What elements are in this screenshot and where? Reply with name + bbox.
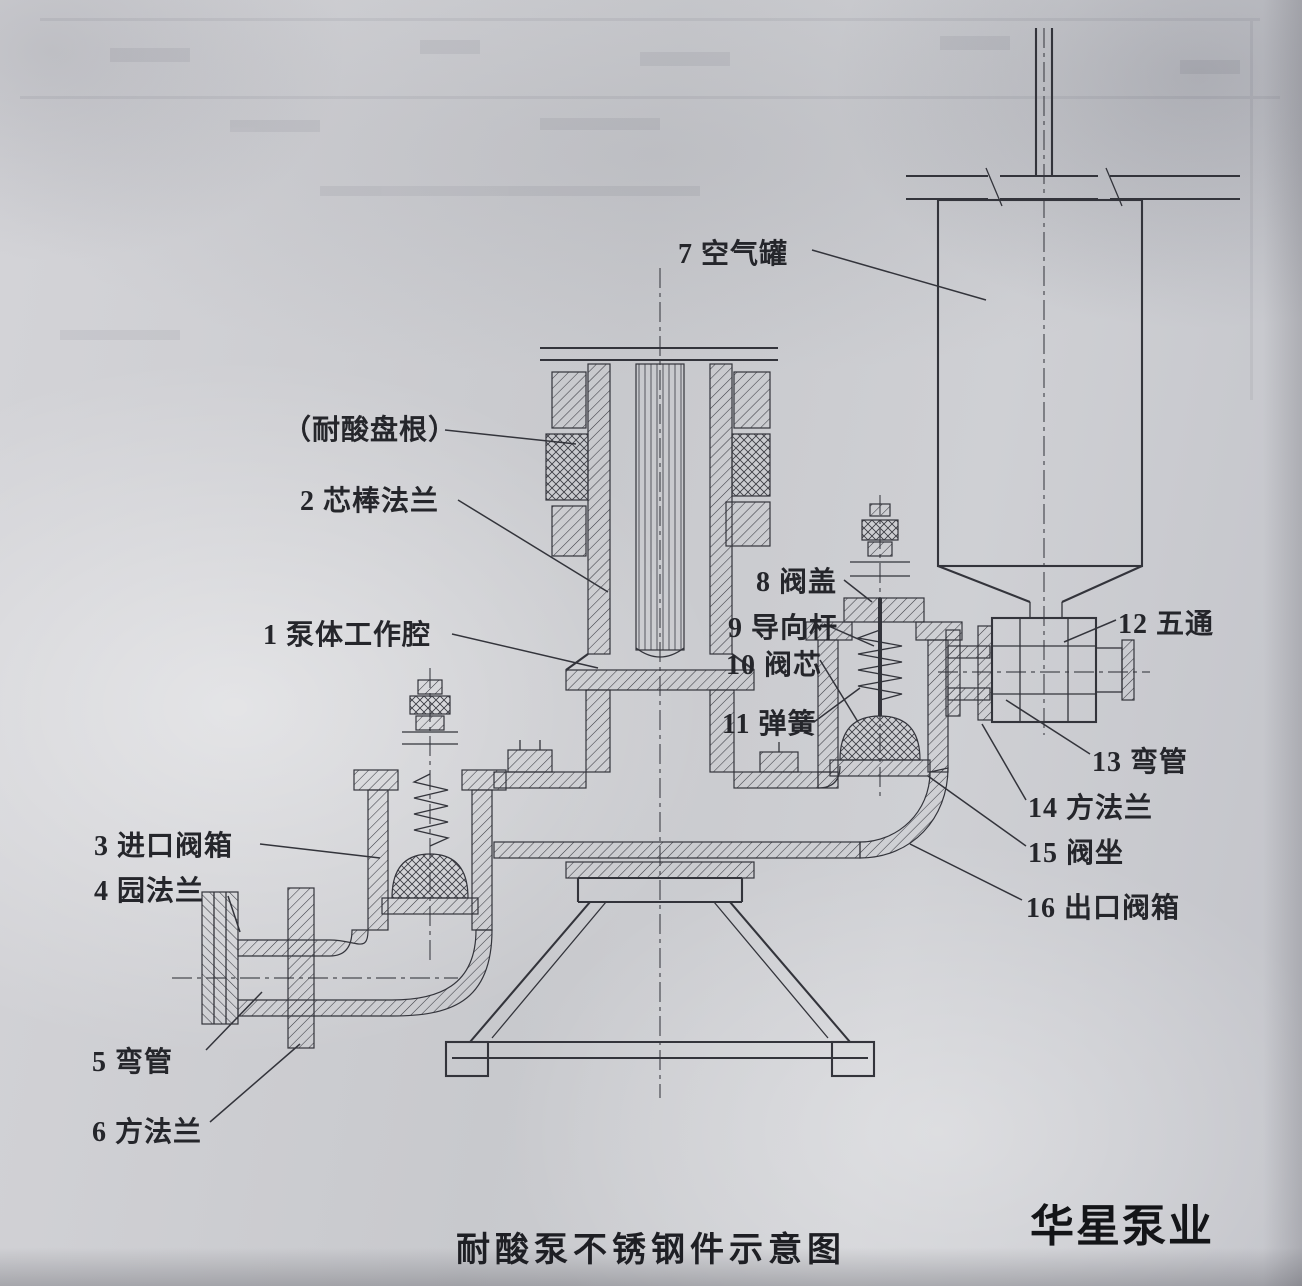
label-air-tank: 7 空气罐 xyxy=(678,239,789,270)
label-core-rod-flange: 2 芯棒法兰 xyxy=(300,486,440,517)
pump-column xyxy=(540,346,778,773)
label-round-flange: 4 园法兰 xyxy=(94,876,205,907)
square-flange-6-shape xyxy=(287,887,315,1049)
diagram-title: 耐酸泵不锈钢件示意图 xyxy=(456,1232,846,1269)
manifold-pipe xyxy=(493,740,861,859)
label-square-flange-6: 6 方法兰 xyxy=(92,1117,203,1148)
outlet-spring-shape xyxy=(855,629,903,701)
inlet-valve-core-shape xyxy=(391,853,469,899)
label-spring: 11 弹簧 xyxy=(722,709,817,740)
round-flange-4-shape xyxy=(201,891,239,1025)
watermark: 华星泵业 xyxy=(1030,1202,1214,1251)
air-tank-shape xyxy=(906,28,1240,618)
packing-section xyxy=(545,433,589,501)
label-inlet-valve-box: 3 进口阀箱 xyxy=(94,831,234,862)
valve-core-shape xyxy=(839,715,921,761)
outlet-elbow-shape xyxy=(859,767,949,859)
five-way-assembly xyxy=(945,616,1135,724)
paper-bleedthrough xyxy=(20,18,1280,400)
leader-lines xyxy=(205,249,1117,1123)
inlet-valve-seat-shape xyxy=(381,897,479,915)
label-square-flange-14: 14 方法兰 xyxy=(1028,793,1154,824)
label-bend-pipe-5: 5 弯管 xyxy=(92,1047,174,1078)
label-valve-core: 10 阀芯 xyxy=(726,650,823,681)
left-elbow-pipe xyxy=(201,887,493,1049)
label-packing: （耐酸盘根） xyxy=(283,415,458,446)
base-stand xyxy=(444,861,876,1078)
label-valve-cover: 8 阀盖 xyxy=(756,567,838,598)
inlet-valve-assembly xyxy=(353,679,507,931)
core-rod xyxy=(635,363,685,651)
label-guide-rod: 9 导向杆 xyxy=(728,613,839,644)
label-bend-pipe-13: 13 弯管 xyxy=(1092,747,1189,778)
square-flange-14-shape xyxy=(945,629,961,717)
inlet-spring-shape xyxy=(412,773,451,847)
label-valve-seat: 15 阀坐 xyxy=(1028,838,1125,869)
core-rod-flange-shape xyxy=(565,669,755,691)
valve-cover-shape xyxy=(843,597,925,623)
label-pump-chamber: 1 泵体工作腔 xyxy=(263,620,432,651)
valve-seat-shape xyxy=(829,759,931,777)
label-five-way: 12 五通 xyxy=(1118,609,1215,640)
label-outlet-valve-box: 16 出口阀箱 xyxy=(1026,893,1181,924)
